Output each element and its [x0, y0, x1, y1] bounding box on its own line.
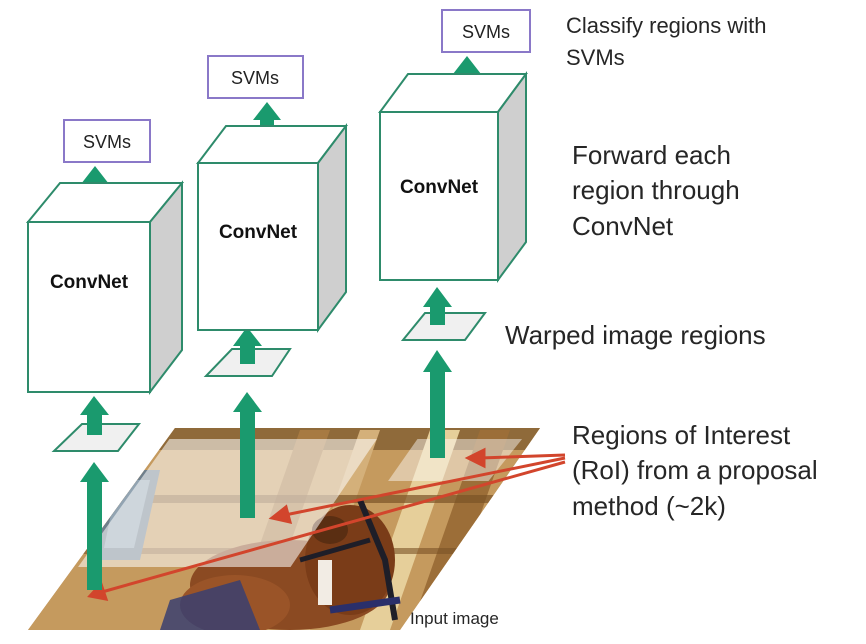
input-image-caption: Input image [410, 609, 499, 628]
svm-label-2: SVMs [231, 68, 279, 88]
annotation-forward-line-3: ConvNet [572, 210, 674, 241]
convnet-label-3: ConvNet [400, 177, 479, 198]
annotation-roi-line-2: (RoI) from a proposal [572, 455, 818, 486]
annotation-warped-line-1: Warped image regions [505, 320, 766, 350]
annotation-classify-line-2: SVMs [566, 44, 625, 70]
annotation-input-image: Input image [410, 608, 499, 630]
annotation-roi-line-1: Regions of Interest [572, 420, 791, 450]
annotation-forward: Forward each region through ConvNet [572, 138, 740, 244]
annotation-roi-line-3: method (~2k) [572, 490, 726, 521]
svm-box-1: SVMs [63, 119, 151, 163]
annotation-roi: Regions of Interest (RoI) from a proposa… [572, 418, 818, 524]
warped-region-3 [400, 312, 487, 341]
convnet-box-2: ConvNet [195, 123, 349, 334]
convnet-box-3: ConvNet [378, 70, 528, 284]
warped-region-1 [51, 423, 142, 452]
roi-region-right [388, 439, 523, 481]
annotation-forward-line-1: Forward each [572, 140, 731, 170]
convnet-label-2: ConvNet [219, 222, 298, 243]
annotation-classify: Classify regions with SVMs [566, 10, 767, 74]
annotation-forward-line-2: region through [572, 175, 740, 206]
annotation-classify-line-1: Classify regions with [566, 13, 767, 38]
flow-arrows [80, 56, 481, 590]
convnet-label-1: ConvNet [50, 272, 129, 293]
svm-box-3: SVMs [441, 9, 531, 53]
svm-label-3: SVMs [462, 22, 510, 42]
annotation-warped: Warped image regions [505, 318, 766, 352]
svm-label-1: SVMs [83, 132, 131, 152]
convnet-box-1: ConvNet [25, 180, 185, 395]
svm-box-2: SVMs [207, 55, 304, 99]
